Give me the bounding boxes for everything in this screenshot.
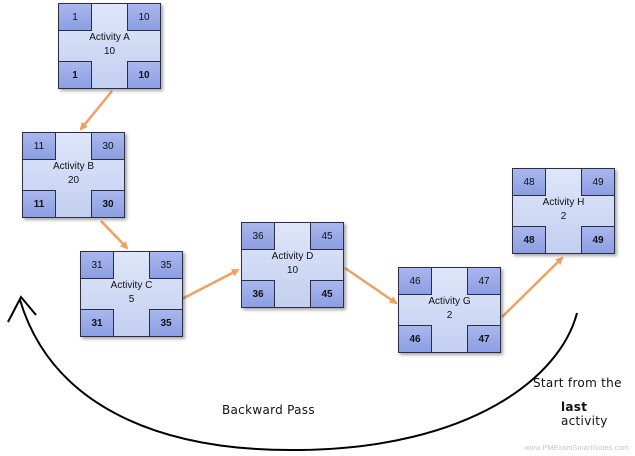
late-finish-b: 30 [91,190,125,218]
late-finish-c: 35 [149,309,183,337]
early-finish-h: 49 [581,168,615,196]
early-start-h: 48 [512,168,546,196]
activity-duration-c: 5 [128,294,135,305]
late-start-g: 46 [398,325,432,353]
late-finish-g: 47 [467,325,501,353]
watermark: www.PMExamSmartNotes.com [524,445,629,452]
early-start-d: 36 [241,222,275,250]
connector-b-c [100,220,129,250]
late-finish-a: 10 [127,61,161,89]
early-start-g: 46 [398,267,432,295]
backward-pass-arrowhead [7,295,37,323]
early-start-a: 1 [58,3,92,31]
start-note-rest: activity [561,414,608,428]
activity-name-a: Activity A [89,32,130,43]
early-finish-b: 30 [91,132,125,160]
activity-node-d[interactable]: 36 45 Activity D 10 36 45 [241,222,344,308]
start-note-line2: last activity [561,400,635,428]
early-start-b: 11 [22,132,56,160]
start-note-line1: Start from the [533,376,622,390]
backward-pass-curve [19,299,578,452]
activity-node-c[interactable]: 31 35 Activity C 5 31 35 [80,251,183,337]
late-start-b: 11 [22,190,56,218]
start-note-bold: last [561,400,588,414]
late-finish-d: 45 [310,280,344,308]
activity-name-b: Activity B [52,161,95,172]
connector-d-g [344,266,398,305]
activity-name-c: Activity C [110,280,153,291]
activity-duration-d: 10 [286,265,299,276]
activity-duration-a: 10 [103,46,116,57]
early-finish-g: 47 [467,267,501,295]
late-start-a: 1 [58,61,92,89]
activity-node-b[interactable]: 11 30 Activity B 20 11 30 [22,132,125,218]
late-start-d: 36 [241,280,275,308]
activity-node-h[interactable]: 48 49 Activity H 2 48 49 [512,168,615,254]
early-finish-a: 10 [127,3,161,31]
activity-node-g[interactable]: 46 47 Activity G 2 46 47 [398,267,501,353]
connector-a-b [79,90,113,131]
activity-duration-b: 20 [67,175,80,186]
late-start-c: 31 [80,309,114,337]
activity-duration-h: 2 [560,211,567,222]
late-start-h: 48 [512,226,546,254]
activity-duration-g: 2 [446,310,453,321]
early-start-c: 31 [80,251,114,279]
late-finish-h: 49 [581,226,615,254]
backward-pass-label: Backward Pass [222,403,315,417]
activity-name-g: Activity G [428,296,471,307]
early-finish-c: 35 [149,251,183,279]
early-finish-d: 45 [310,222,344,250]
activity-node-a[interactable]: 1 10 Activity A 10 1 10 [58,3,161,89]
connector-c-d [181,268,240,301]
connector-g-h [501,256,564,318]
activity-name-d: Activity D [271,251,314,262]
activity-name-h: Activity H [542,197,585,208]
